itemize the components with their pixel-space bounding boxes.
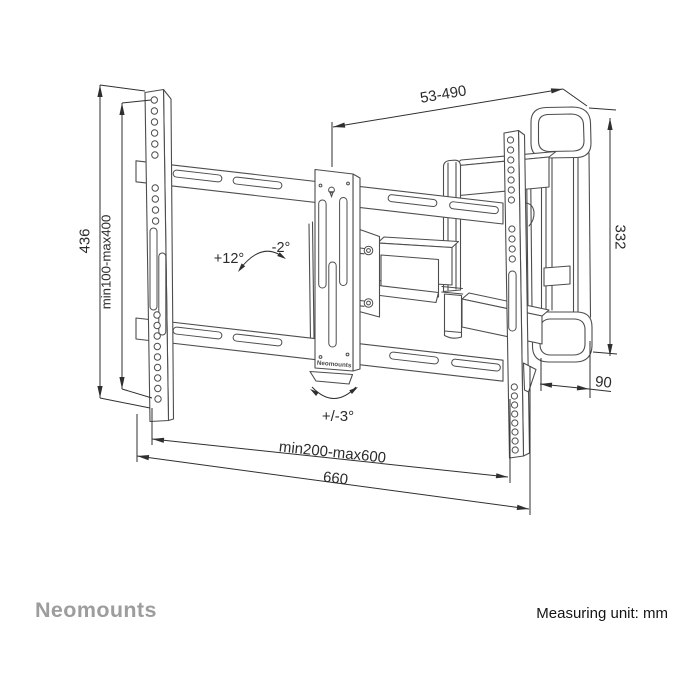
dim-label-90: 90 (594, 373, 612, 391)
dim-label-vesa-vertical: min100-max400 (99, 215, 114, 310)
dimension-wall-bracket-height: 332 (588, 107, 629, 356)
vesa-plate: Neomounts (314, 168, 361, 372)
measuring-unit-note: Measuring unit: mm (536, 605, 668, 622)
dimension-rail-height: 436 (77, 84, 151, 409)
tilt-angle-annotation: +12° -2° (214, 240, 291, 272)
left-tv-rail (144, 88, 175, 423)
tilt-up-label: +12° (214, 251, 244, 267)
dim-label-vesa-horizontal: min200-max600 (278, 438, 387, 466)
level-angle-annotation: +/-3° (310, 386, 358, 425)
dim-label-depth-range: 53-490 (419, 82, 468, 106)
vesa-plate-rear (308, 221, 354, 385)
plate-brand-label: Neomounts (317, 360, 353, 370)
dimension-crossbar-length: 660 (136, 366, 531, 515)
dim-label-660: 660 (322, 469, 349, 489)
dim-label-436: 436 (77, 228, 94, 253)
dim-label-332: 332 (612, 224, 629, 249)
cable-hook (525, 202, 535, 227)
dimension-wall-bracket-depth: 90 (539, 341, 612, 398)
brand-logo: Neomounts (35, 598, 157, 622)
dimension-vesa-vertical: min100-max400 (99, 99, 153, 399)
tilt-down-label: -2° (272, 240, 291, 256)
right-tv-rail (503, 129, 537, 459)
level-angle-label: +/-3° (322, 408, 354, 425)
